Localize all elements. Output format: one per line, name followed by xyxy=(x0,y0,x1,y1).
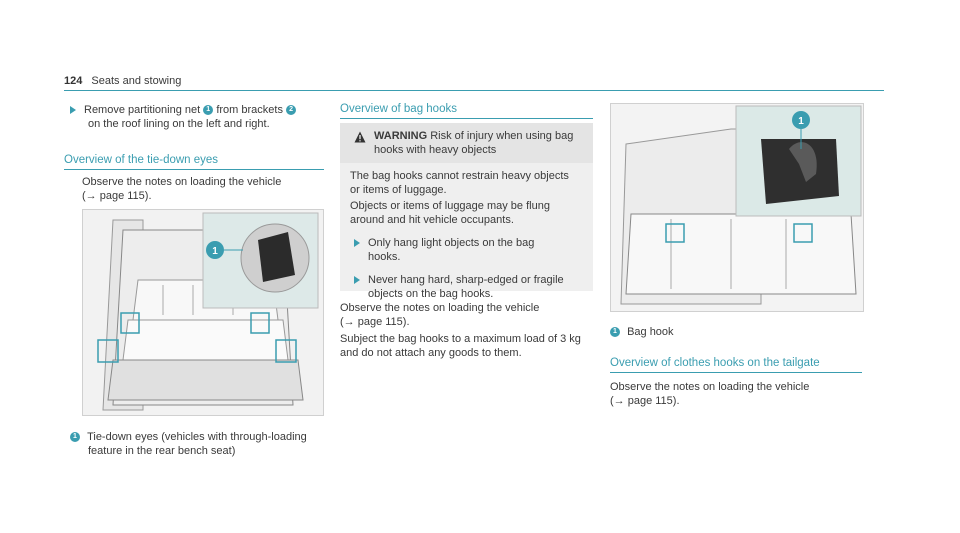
bag-hooks-heading: Overview of bag hooks xyxy=(340,103,593,119)
step-instruction: Remove partitioning net 1 from brackets … xyxy=(70,103,330,131)
warning-body: The bag hooks cannot restrain heavy obje… xyxy=(340,163,593,311)
bag-hook-figure: 1 xyxy=(610,103,864,312)
clothes-hooks-heading: Overview of clothes hooks on the tailgat… xyxy=(610,357,862,373)
figure-badge: 1 xyxy=(798,116,804,127)
warning-triangle-icon xyxy=(354,131,366,143)
tie-down-heading: Overview of the tie-down eyes xyxy=(64,154,324,170)
tie-down-note: Observe the notes on loading the vehicle… xyxy=(82,176,282,202)
tie-down-caption: 1 Tie-down eyes (vehicles with through-l… xyxy=(70,430,330,458)
warning-header: WARNING Risk of injury when using bag ho… xyxy=(340,123,593,163)
trunk-illustration: 1 xyxy=(83,210,323,415)
section-title: Seats and stowing xyxy=(91,75,182,87)
header-rule xyxy=(64,90,884,91)
badge-1-icon: 1 xyxy=(203,105,214,116)
figure-badge: 1 xyxy=(212,246,218,257)
page-number: 124 xyxy=(64,75,83,87)
badge-2-icon: 2 xyxy=(286,105,297,116)
page-header: 124 Seats and stowing xyxy=(64,74,181,88)
arrow-bullet-icon xyxy=(354,239,360,247)
clothes-hooks-note: Observe the notes on loading the vehicle… xyxy=(610,381,810,407)
caption-badge-icon: 1 xyxy=(70,432,80,443)
arrow-bullet-icon xyxy=(354,276,360,284)
caption-badge-icon: 1 xyxy=(610,327,620,338)
bag-hooks-note: Observe the notes on loading the vehicle… xyxy=(340,302,581,359)
tie-down-figure: 1 xyxy=(82,209,324,416)
arrow-bullet-icon xyxy=(70,106,76,115)
warning-box: WARNING Risk of injury when using bag ho… xyxy=(340,123,593,300)
bag-hook-caption: 1 Bag hook xyxy=(610,325,862,339)
bag-hook-illustration: 1 xyxy=(611,104,863,311)
